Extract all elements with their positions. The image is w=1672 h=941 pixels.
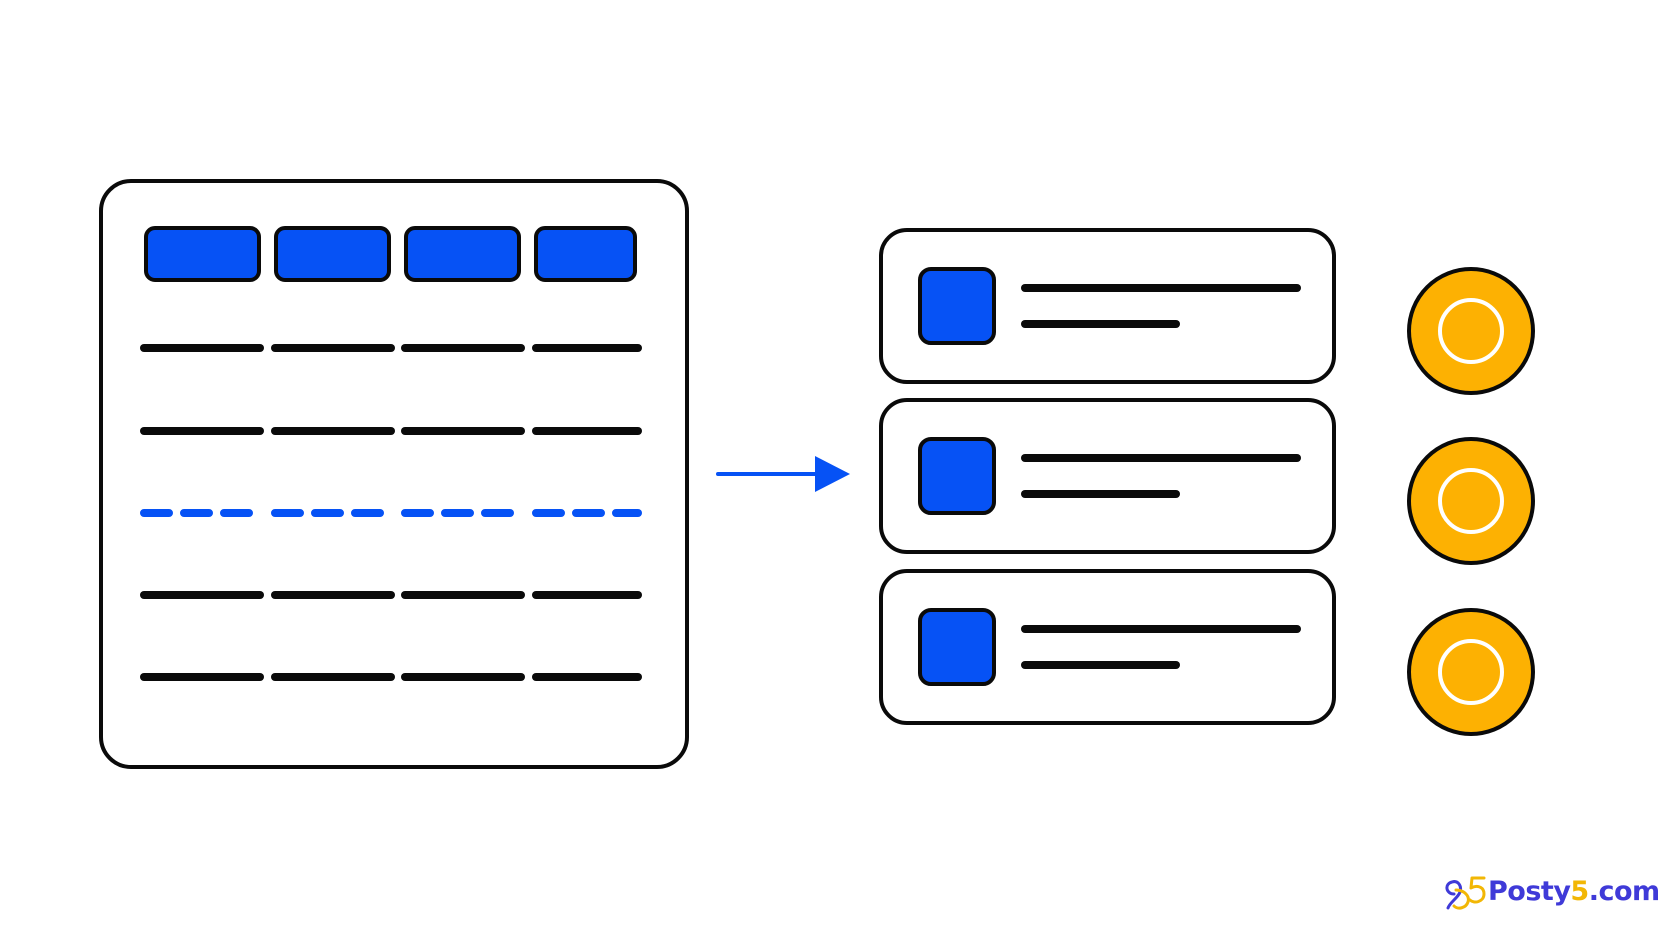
card-thumbnail (918, 267, 996, 345)
brand-watermark: Posty5.com (1440, 866, 1660, 916)
coin-inner-ring (1438, 298, 1504, 364)
coin-icon (1407, 267, 1535, 395)
coin-inner-ring (1438, 639, 1504, 705)
posty5-logo-icon (1445, 876, 1486, 910)
list-card (879, 398, 1336, 554)
list-card (879, 228, 1336, 384)
table-header-cell (144, 226, 261, 282)
card-frame (879, 228, 1336, 384)
table-frame (99, 179, 689, 769)
brand-name-part1: Posty (1488, 875, 1571, 907)
coin-outer (1407, 437, 1535, 565)
coin-outer (1407, 267, 1535, 395)
table-header-row (144, 226, 637, 282)
coin-outer (1407, 608, 1535, 736)
table-header-cell (534, 226, 637, 282)
coin-icon (1407, 437, 1535, 565)
card-thumbnail (918, 437, 996, 515)
brand-name: Posty5.com (1488, 876, 1660, 907)
arrow-head (815, 456, 850, 492)
arrow-right-icon (716, 456, 850, 492)
table-header-cell (404, 226, 521, 282)
card-thumbnail (918, 608, 996, 686)
card-frame (879, 398, 1336, 554)
brand-name-part3: .com (1588, 875, 1660, 907)
table-header-cell (274, 226, 391, 282)
coin-icon (1407, 608, 1535, 736)
coin-inner-ring (1438, 468, 1504, 534)
table-panel (99, 179, 689, 769)
table-body (140, 344, 642, 681)
brand-name-part2: 5 (1570, 875, 1589, 907)
coin-column (1407, 267, 1535, 736)
card-frame (879, 569, 1336, 725)
card-list (879, 228, 1336, 725)
list-card (879, 569, 1336, 725)
